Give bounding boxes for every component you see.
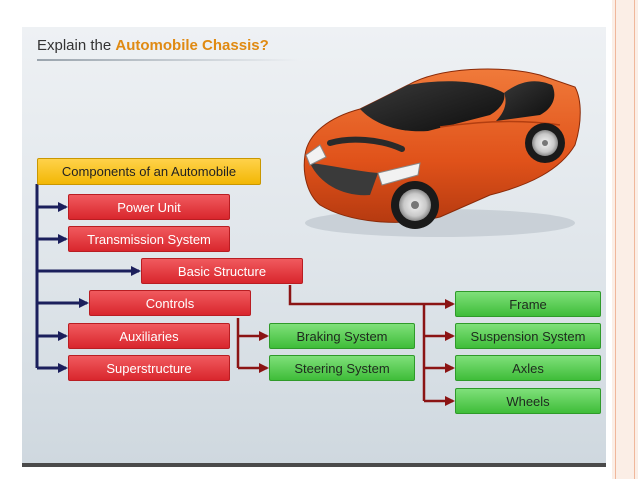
subcomponent-frame: Frame	[455, 291, 601, 317]
arrow-to-frame	[288, 285, 455, 309]
subcomponent-label: Frame	[509, 296, 547, 312]
title-prefix: Explain the	[37, 37, 116, 54]
component-controls: Controls	[89, 290, 251, 316]
car-grille	[310, 163, 378, 196]
car-hood-scoop	[327, 136, 405, 152]
subcomponent-label: Wheels	[506, 393, 550, 409]
border-line	[634, 0, 635, 479]
root-box: Components of an Automobile	[37, 158, 261, 185]
component-label: Basic Structure	[177, 263, 267, 279]
title-highlight: Automobile Chassis?	[115, 37, 269, 54]
component-label: Auxiliaries	[119, 328, 179, 344]
component-label: Superstructure	[106, 360, 192, 376]
car-windshield	[360, 81, 505, 132]
subcomponent-label: Braking System	[296, 328, 388, 344]
car-headlight	[377, 162, 421, 186]
subcomponent-label: Suspension System	[470, 328, 586, 344]
component-basic-structure: Basic Structure	[141, 258, 303, 284]
component-label: Power Unit	[117, 199, 181, 215]
slide-title: Explain the Automobile Chassis?	[37, 37, 269, 54]
component-label: Transmission System	[87, 231, 211, 247]
car-illustration	[303, 68, 581, 237]
front-hub	[411, 201, 419, 209]
subcomponent-braking-system: Braking System	[269, 323, 415, 349]
title-underline	[37, 59, 299, 61]
subcomponent-wheels: Wheels	[455, 388, 601, 414]
component-label: Controls	[145, 295, 195, 311]
component-power-unit: Power Unit	[68, 194, 230, 220]
border-line	[615, 0, 616, 479]
subcomponent-suspension-system: Suspension System	[455, 323, 601, 349]
car-headlight	[305, 144, 327, 166]
rear-hub	[542, 140, 548, 146]
car-side-window	[496, 81, 555, 121]
component-superstructure: Superstructure	[68, 355, 230, 381]
root-label: Components of an Automobile	[61, 164, 237, 179]
slide-border-strip	[612, 0, 638, 479]
component-transmission-system: Transmission System	[68, 226, 230, 252]
subcomponent-steering-system: Steering System	[269, 355, 415, 381]
slide-bottom-bar	[22, 463, 606, 467]
subcomponent-label: Axles	[512, 360, 544, 376]
subcomponent-axles: Axles	[455, 355, 601, 381]
subcomponent-label: Steering System	[294, 360, 390, 376]
component-auxiliaries: Auxiliaries	[68, 323, 230, 349]
